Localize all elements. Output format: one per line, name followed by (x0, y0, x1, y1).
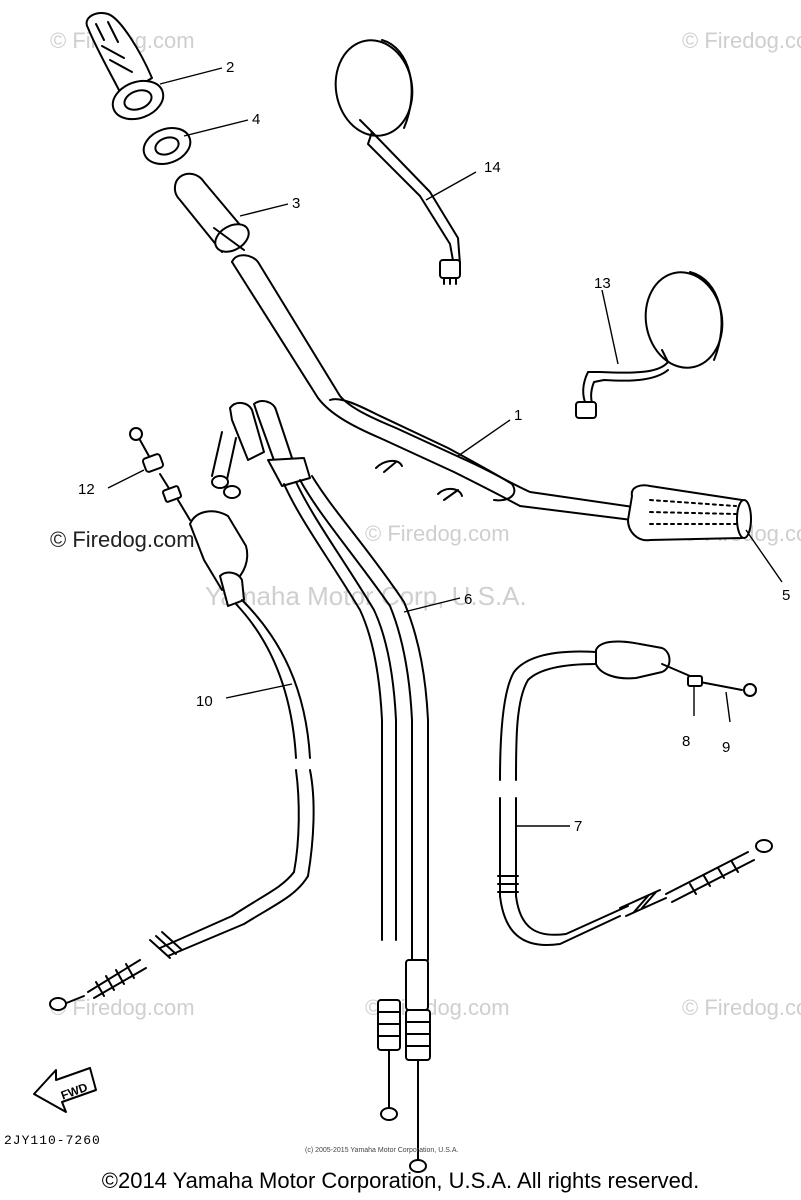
watermark-bottom-left: © Firedog.com (50, 995, 195, 1020)
part-number-14: 14 (484, 159, 501, 176)
part-number-5: 5 (782, 587, 790, 604)
part-number-12: 12 (78, 481, 95, 498)
watermark-left-dark: © Firedog.com (50, 527, 195, 552)
part-number-7: 7 (574, 818, 582, 835)
copyright-footer: ©2014 Yamaha Motor Corporation, U.S.A. A… (101, 1168, 700, 1193)
cable-fittings (129, 427, 191, 521)
part-number-13: 13 (594, 275, 611, 292)
part-number-10: 10 (196, 693, 213, 710)
part-number-9: 9 (722, 739, 730, 756)
part-number-2: 2 (226, 59, 234, 76)
part-number-6: 6 (464, 591, 472, 608)
clutch-cable (49, 510, 315, 1011)
watermark-bottom-right: © Firedog.com (682, 995, 801, 1020)
watermark-top-right: © Firedog.com (682, 28, 801, 53)
part-number-8: 8 (682, 733, 690, 750)
part-number-4: 4 (252, 111, 260, 128)
grip-ring (142, 127, 192, 165)
small-copyright: (c) 2005-2015 Yamaha Motor Corporation, … (305, 1147, 459, 1154)
part-number-1: 1 (514, 407, 522, 424)
cable-right (497, 640, 773, 947)
fwd-arrow: FWD (33, 1067, 97, 1113)
leader-lines (107, 67, 783, 827)
part-number-3: 3 (292, 195, 300, 212)
handlebar (231, 254, 641, 521)
diagram-code: 2JY110-7260 (4, 1133, 101, 1148)
throttle-cables (211, 400, 431, 1173)
throttle-grip (85, 12, 165, 121)
part-labels: 1 2 3 4 5 6 7 8 9 10 12 13 14 (78, 59, 790, 835)
left-grip (627, 484, 752, 542)
throttle-tube (173, 172, 250, 253)
watermark-mid: © Firedog.com (365, 521, 510, 546)
mirror-lower (575, 271, 724, 419)
mirror-upper (334, 39, 461, 285)
